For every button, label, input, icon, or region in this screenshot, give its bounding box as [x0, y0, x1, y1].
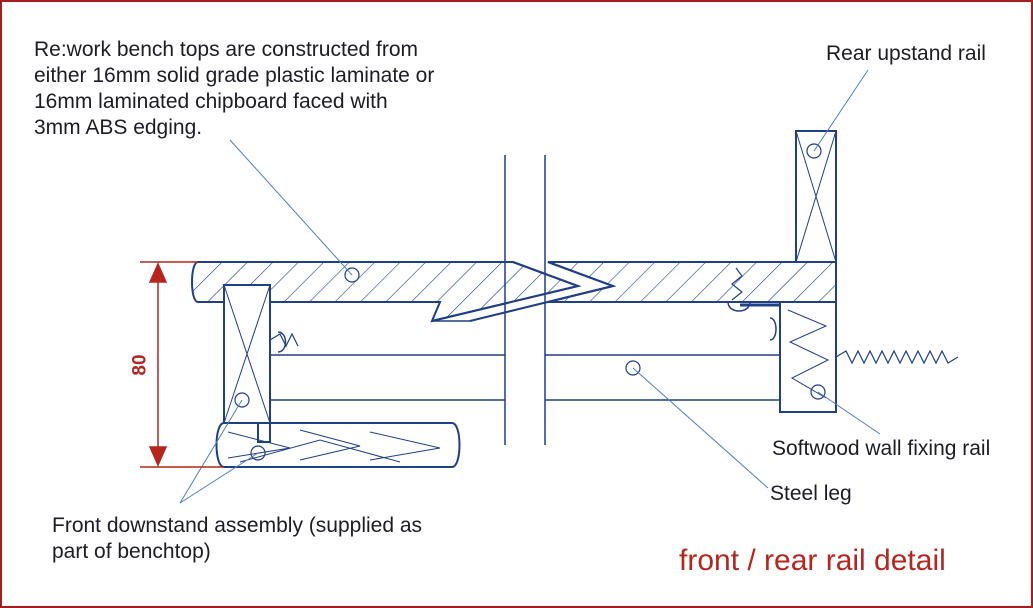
leader-lines: [179, 69, 881, 504]
front-label-line-1: Front downstand assembly (supplied as: [52, 514, 423, 537]
steel-leg-label: Steel leg: [770, 482, 852, 505]
note-line-3: 16mm laminated chipboard faced with: [34, 90, 388, 113]
softwood-rail-label: Softwood wall fixing rail: [772, 437, 991, 460]
steel-leg: [270, 155, 780, 445]
benchtop-construction-note: Re:work bench tops are constructed from …: [34, 37, 494, 141]
top-screw: [731, 267, 743, 301]
dimension-label: 80: [129, 354, 151, 376]
rear-upstand-label: Rear upstand rail: [826, 42, 986, 65]
softwood-wall-fixing-rail: [740, 301, 837, 413]
note-line-4: 3mm ABS edging.: [34, 116, 203, 139]
front-label-line-2: part of benchtop): [52, 540, 211, 563]
benchtop: [191, 261, 837, 323]
front-downstand-assembly: [215, 284, 461, 468]
note-line-2: either 16mm solid grade plastic laminate…: [34, 64, 435, 87]
dimension-80: [140, 261, 224, 468]
wall-screw: [835, 349, 959, 365]
note-line-1: Re:work bench tops are constructed from: [34, 38, 419, 61]
rear-upstand-rail: [795, 130, 837, 263]
detail-title: front / rear rail detail: [679, 544, 946, 577]
front-downstand-label: Front downstand assembly (supplied as pa…: [52, 513, 423, 565]
